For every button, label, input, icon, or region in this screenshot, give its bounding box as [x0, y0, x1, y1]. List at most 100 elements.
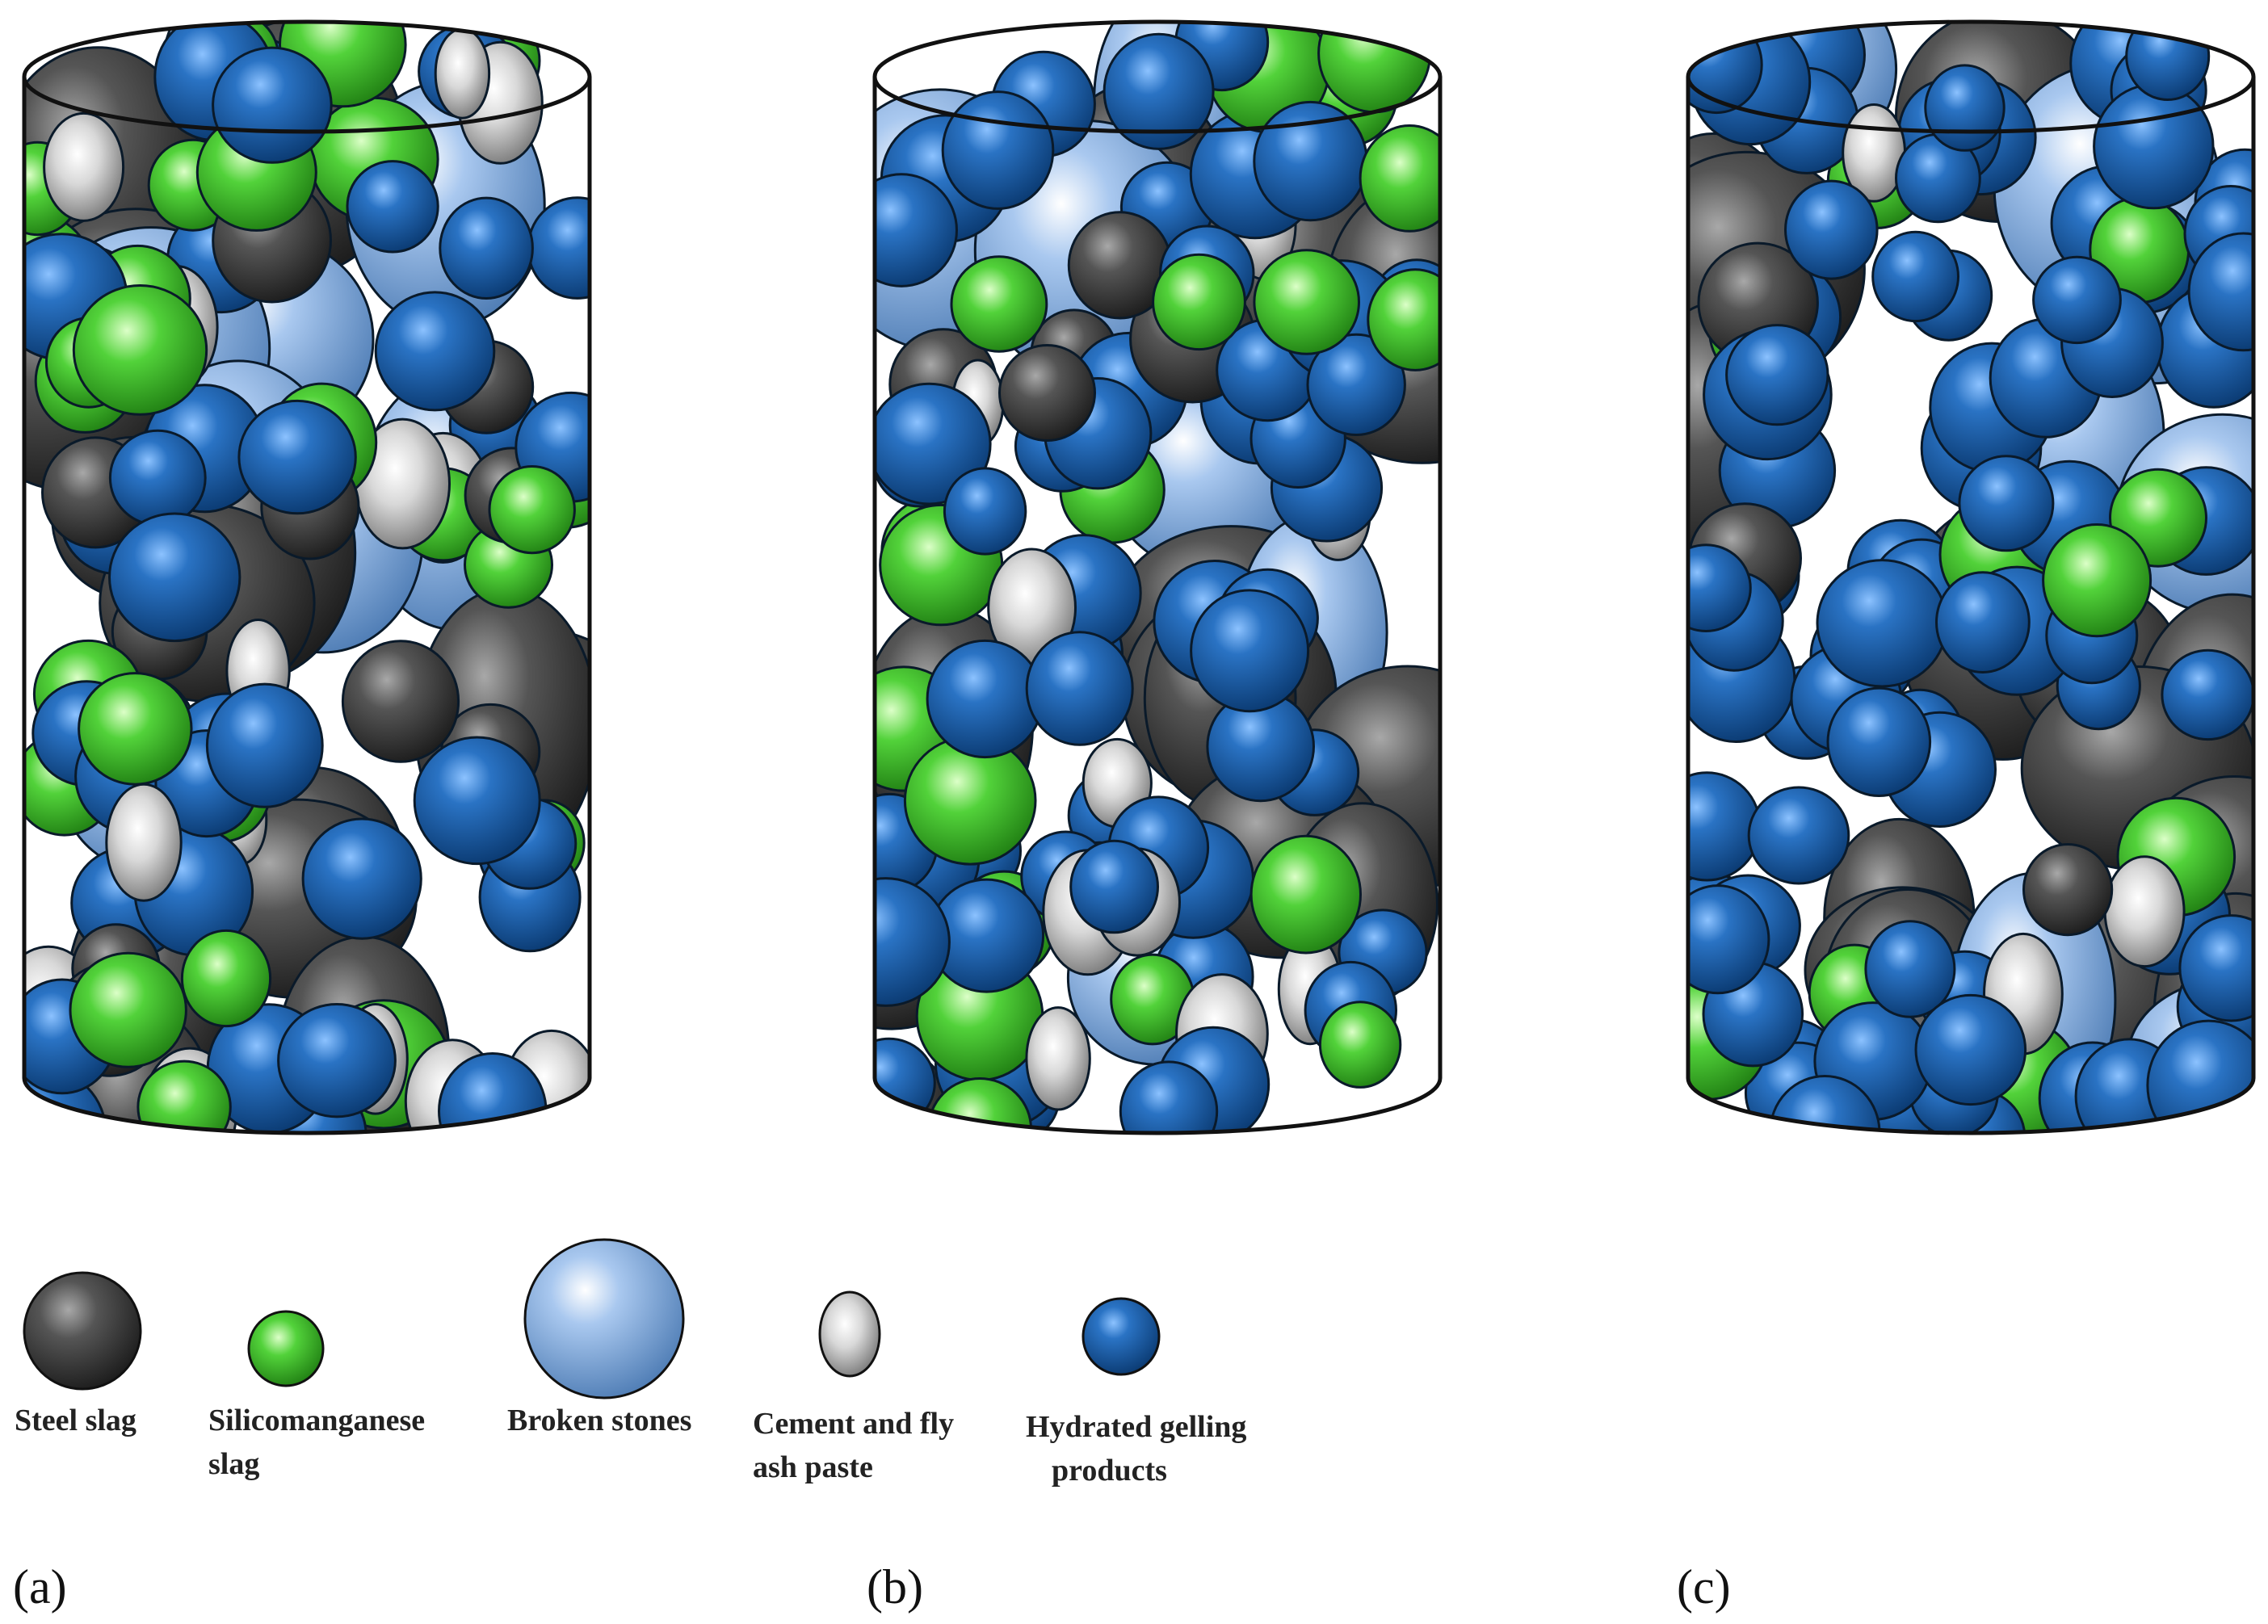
particle-hydrated [1914, 993, 2027, 1106]
legend-label-hydrated-gelling-products-line1: Hydrated gelling [1026, 1410, 1246, 1444]
particle-simn [1318, 1001, 1402, 1089]
legend-label-cement-fly-ash-paste-line2: ash paste [753, 1450, 873, 1484]
particle-hydrated [1924, 64, 2006, 152]
particle-hydrated [1784, 179, 1879, 280]
particle-hydrated [2125, 22, 2211, 101]
panel-b-cylinder-outline [872, 19, 1443, 1135]
legend-item-broken-stones: Broken stones [507, 1238, 691, 1437]
particle-hydrated [413, 736, 541, 866]
legend: Steel slag Silicomanganese slag Broken s… [15, 1238, 1246, 1488]
particle-hydrated [108, 512, 242, 643]
particle-hydrated [1935, 571, 2031, 674]
particle-hydrated [875, 877, 951, 1007]
particle-hydrated [527, 196, 590, 300]
particle-hydrated [1306, 333, 1406, 436]
particle-simn [927, 1077, 1032, 1133]
legend-label-silicomanganese-slag-line1: Silicomanganese [208, 1404, 425, 1437]
particle-hydrated [108, 429, 207, 527]
particle-hydrated [1958, 455, 2055, 552]
legend-item-silicomanganese-slag: Silicomanganese slag [208, 1310, 425, 1481]
particle-hydrated [205, 682, 324, 808]
particle-steel [998, 344, 1096, 442]
particle-hydrated [2161, 648, 2253, 741]
panel-c-cylinder-outline [1686, 19, 2256, 1135]
legend-item-hydrated-gelling-products: Hydrated gelling products [1026, 1297, 1246, 1488]
particle-hydrated [1190, 589, 1310, 713]
particle-simn [1359, 124, 1440, 233]
particle-hydrated [212, 46, 333, 164]
legend-swatch-steel-slag [23, 1271, 142, 1391]
particle-hydrated [1688, 22, 1763, 115]
particle-hydrated [1688, 884, 1770, 995]
legend-swatch-broken-stones [523, 1238, 685, 1399]
particle-hydrated [2032, 255, 2122, 345]
particle-hydrated [1253, 100, 1368, 222]
particle-simn [1250, 834, 1363, 955]
legend-swatch-silicomanganese-slag [247, 1310, 325, 1387]
legend-label-cement-fly-ash-paste-line1: Cement and fly [753, 1407, 954, 1441]
legend-label-silicomanganese-slag-line2: slag [208, 1447, 259, 1481]
panel-b-particles [875, 22, 1440, 1133]
particle-paste [105, 783, 183, 902]
panel-c-particles [1688, 22, 2253, 1133]
particle-hydrated [1826, 686, 1932, 797]
particle-hydrated [941, 90, 1055, 210]
panel-b-cylinder [872, 19, 1443, 1135]
particle-paste [434, 27, 491, 120]
panel-label-b: (b) [867, 1560, 923, 1614]
particle-hydrated [875, 382, 992, 506]
particle-hydrated [374, 291, 496, 412]
panel-a-cylinder [22, 19, 592, 1135]
panel-label-a: (a) [13, 1560, 67, 1614]
legend-item-cement-fly-ash-paste: Cement and fly ash paste [753, 1290, 954, 1484]
legend-label-steel-slag: Steel slag [15, 1404, 136, 1437]
particle-simn [488, 465, 576, 555]
particle-hydrated [1688, 771, 1762, 882]
particle-hydrated [1102, 32, 1215, 150]
particle-hydrated [2093, 83, 2215, 210]
legend-swatch-cement-fly-ash-paste [818, 1290, 881, 1378]
particle-hydrated [439, 196, 534, 300]
particle-simn [1367, 268, 1440, 371]
panel-c-cylinder [1686, 19, 2256, 1135]
particle-paste [2103, 855, 2186, 968]
particle-steel [341, 640, 460, 763]
particle-hydrated [1025, 631, 1134, 746]
legend-swatch-hydrated-gelling-products [1082, 1297, 1161, 1376]
particle-hydrated [1119, 1060, 1219, 1133]
particle-hydrated [301, 817, 422, 940]
particle-hydrated [943, 467, 1027, 556]
particle-hydrated [2187, 232, 2253, 352]
particle-steel [2022, 843, 2114, 937]
particle-simn [72, 284, 208, 416]
particle-hydrated [1769, 1075, 1881, 1133]
particle-simn [2042, 523, 2152, 638]
panel-a-cylinder-outline [22, 19, 592, 1135]
particle-hydrated [1747, 786, 1850, 885]
particle-hydrated [2178, 914, 2253, 1022]
particle-paste [1025, 1006, 1091, 1111]
particle-simn [180, 929, 272, 1028]
particle-hydrated [1871, 230, 1960, 323]
particle-simn [136, 1060, 232, 1133]
particle-simn [1152, 253, 1246, 351]
particle-hydrated [926, 639, 1044, 759]
particle-hydrated [875, 1037, 936, 1129]
particle-simn [1253, 249, 1360, 355]
particle-hydrated [1816, 559, 1948, 688]
legend-item-steel-slag: Steel slag [15, 1271, 142, 1437]
particle-simn [950, 255, 1048, 353]
particle-hydrated [875, 173, 958, 287]
particle-hydrated [346, 160, 439, 254]
particle-hydrated [237, 399, 357, 515]
particle-hydrated [1688, 543, 1752, 632]
particle-hydrated [1725, 324, 1829, 426]
panel-a-particles [24, 22, 590, 1133]
particle-simn [69, 951, 187, 1068]
particle-hydrated [1069, 839, 1159, 934]
particle-hydrated [277, 1003, 397, 1118]
particle-simn [1317, 22, 1432, 114]
particle-paste [43, 111, 125, 222]
panel-label-c: (c) [1677, 1560, 1731, 1614]
